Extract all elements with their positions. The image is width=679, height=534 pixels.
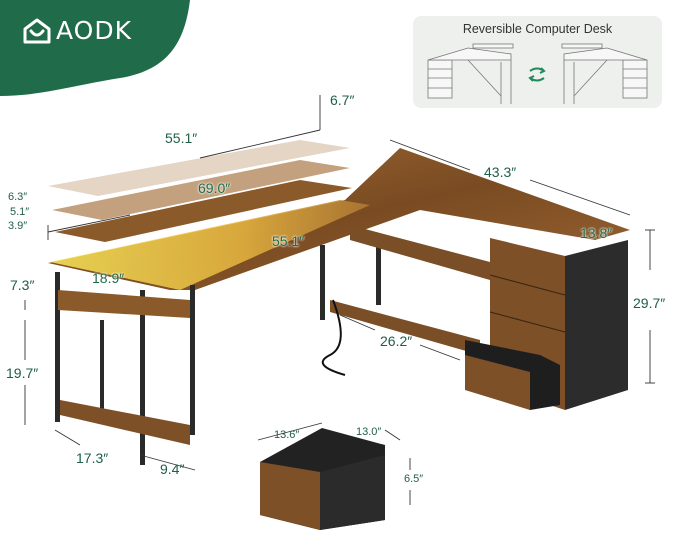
dimension-side-shelf-width: 17.3″ <box>76 450 109 466</box>
dimension-desk-height: 29.7″ <box>633 295 666 311</box>
dimension-drawer-height: 6.5″ <box>404 473 424 485</box>
dimension-drawer-depth: 13.0″ <box>356 426 382 438</box>
house-smile-icon <box>23 18 51 43</box>
dimension-shelf-height-2: 5.1″ <box>10 206 30 218</box>
dimension-total-length: 69.0″ <box>198 180 231 196</box>
dimension-desk-inner-length: 55.1″ <box>272 233 305 249</box>
reversible-title: Reversible Computer Desk <box>462 22 613 36</box>
dimension-side-shelf-depth: 9.4″ <box>160 461 185 477</box>
dimension-under-shelf-height: 19.7″ <box>6 365 39 381</box>
dimension-side-length: 43.3″ <box>484 164 517 180</box>
reversible-desk-illustration <box>427 43 648 104</box>
dimension-shelf-height-3: 3.9″ <box>8 220 28 232</box>
dimension-side-depth: 13.8″ <box>580 225 613 241</box>
brand-banner-shape <box>0 0 190 96</box>
dimension-hutch-length: 55.1″ <box>165 130 198 146</box>
reversible-desk-panel: Reversible Computer Desk <box>413 16 662 108</box>
dimension-hutch-depth: 6.7″ <box>330 92 355 108</box>
brand-logo: AODK <box>22 16 132 45</box>
brand-name: AODK <box>56 16 132 45</box>
dimension-shelf-height-1: 6.3″ <box>8 191 28 203</box>
dimension-drawer-gap: 7.3″ <box>10 277 35 293</box>
dimension-bottom-shelf-length: 26.2″ <box>380 333 413 349</box>
dimension-drawer-width: 13.6″ <box>274 429 300 441</box>
swap-arrows-icon <box>528 67 546 82</box>
dimension-desk-depth: 18.9″ <box>92 270 125 286</box>
